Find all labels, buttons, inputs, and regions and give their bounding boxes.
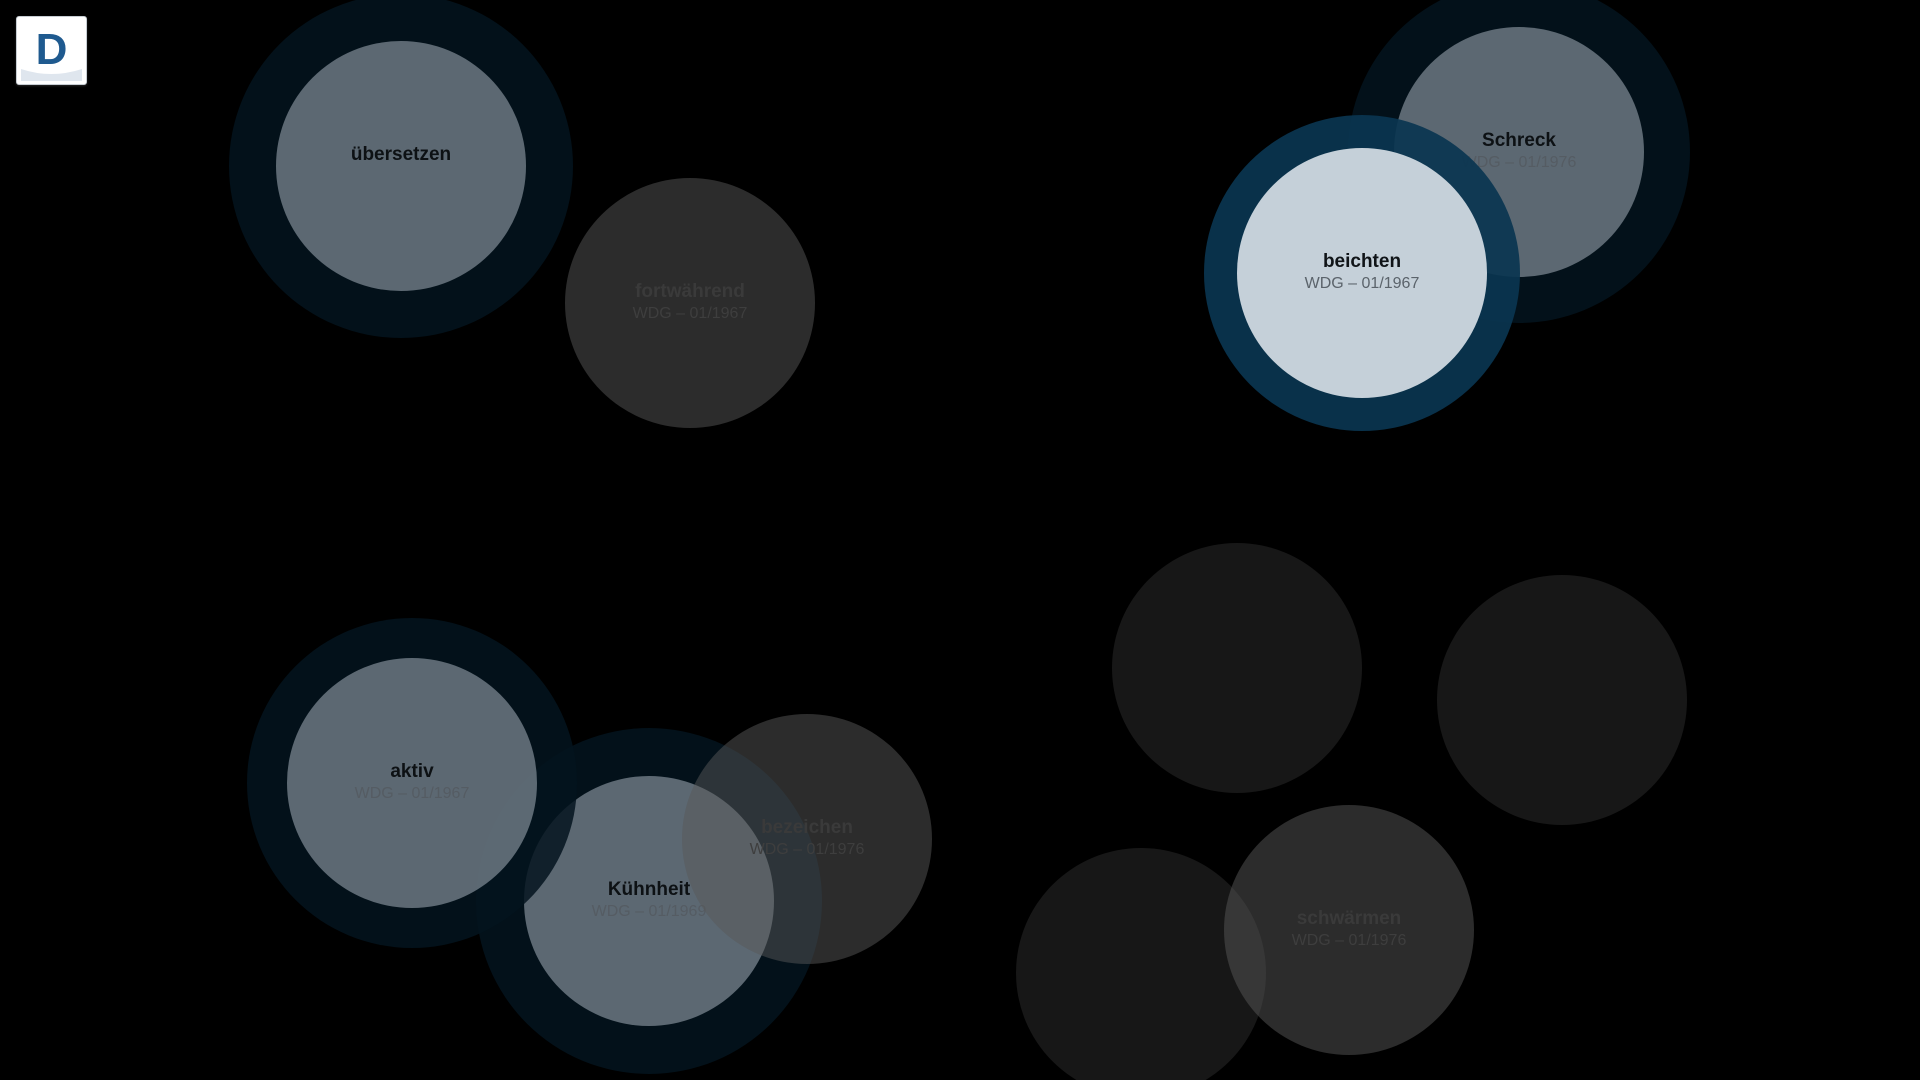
bubble-source-date: WDG – 01/1967 [1304,275,1420,292]
bubble-source-date: WDG – 01/1967 [632,305,748,322]
word-bubble-bubble-8[interactable] [1112,543,1362,793]
bubble-word: schwärmen [1296,908,1402,929]
bubble-word: fortwährend [635,281,745,302]
bubble-word: übersetzen [350,144,452,165]
bubble-source-date: WDG – 01/1967 [354,785,470,802]
word-bubble-bubble-10[interactable] [1016,848,1266,1080]
bubble-source-date: WDG – 01/1976 [1291,932,1407,949]
dwds-logo-icon[interactable]: D [16,16,87,85]
bubble-source-date: WDG – 01/1976 [749,841,865,858]
bubble-word: aktiv [390,761,434,782]
bubble-word: beichten [1322,251,1402,272]
bubble-word: bezeichen [761,817,853,838]
bubble-text: übersetzen [276,144,526,166]
word-bubble-bubble-9[interactable] [1437,575,1687,825]
logo-letter: D [36,25,68,74]
word-bubble-uebersetzen[interactable]: übersetzen [276,41,526,291]
